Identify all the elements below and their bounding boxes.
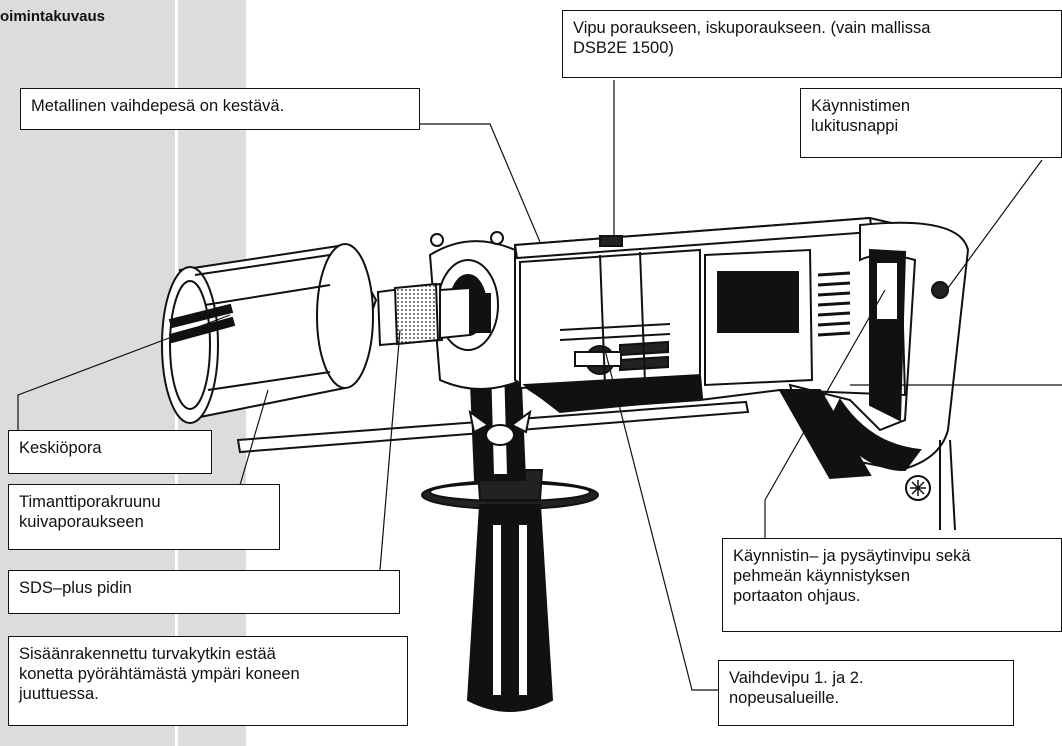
side-handle	[421, 469, 599, 712]
callout-mode-lever: Vipu poraukseen, iskuporaukseen. (vain m…	[562, 10, 1062, 78]
callout-gear-selector: Vaihdevipu 1. ja 2. nopeusalueille.	[718, 660, 1014, 726]
callout-lock-button: Käynnistimen lukitusnappi	[800, 88, 1062, 158]
callout-trigger: Käynnistin– ja pysäytinvipu sekä pehmeän…	[722, 538, 1062, 632]
callout-sds-holder: SDS–plus pidin	[8, 570, 400, 614]
callout-center-drill: Keskiöpora	[8, 430, 212, 474]
sds-chuck	[376, 282, 491, 347]
diamond-core-bit	[161, 243, 378, 424]
rear-handle	[778, 221, 970, 531]
callout-safety-clutch: Sisäänrakennettu turvakytkin estää konet…	[8, 636, 408, 726]
section-heading: oimintakuvaus	[0, 8, 106, 25]
drill-body	[513, 216, 907, 414]
callout-gear-housing: Metallinen vaihdepesä on kestävä.	[20, 88, 420, 130]
callout-core-bit: Timanttiporakruunu kuivaporaukseen	[8, 484, 280, 550]
